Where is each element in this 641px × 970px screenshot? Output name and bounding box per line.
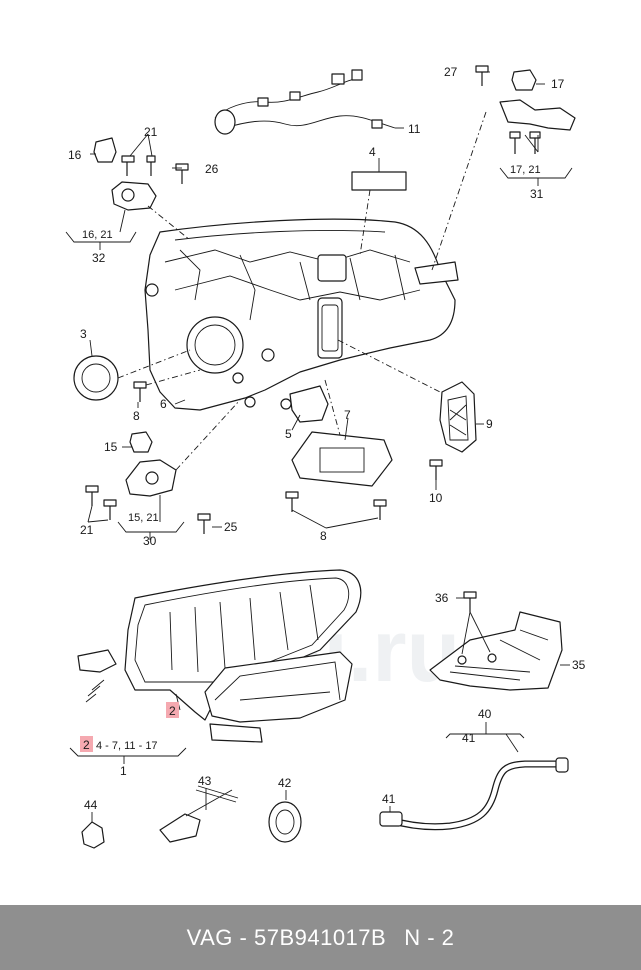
callout-8: 8 [133, 409, 140, 423]
callout-26: 26 [205, 162, 219, 176]
nut-15 [129, 431, 153, 453]
screw-26 [175, 163, 189, 184]
callout-9: 9 [486, 417, 493, 431]
callout-range-4-17: 4 - 7, 11 - 17 [96, 740, 158, 752]
highlight-2-lower [80, 736, 93, 752]
callout-6: 6 [160, 397, 167, 411]
callout-17: 17 [551, 77, 565, 91]
callout-30: 30 [143, 534, 157, 548]
callout-2-upper: 2 [169, 704, 176, 718]
callout-group-15-21: 15, 21 [128, 512, 159, 524]
headlamp-assembly-1 [77, 569, 362, 743]
callout-35: 35 [572, 658, 586, 672]
bracket-30 [125, 459, 177, 497]
cable-tie-43 [159, 785, 239, 843]
highlight-2-upper [166, 702, 179, 718]
callout-44: 44 [84, 798, 98, 812]
label-4-box [351, 171, 407, 191]
leader-lines [65, 71, 573, 822]
assembly-lines [117, 111, 487, 471]
hose-40 [379, 757, 569, 831]
callout-7: 7 [344, 408, 351, 422]
callout-21: 21 [144, 125, 158, 139]
control-unit-7 [291, 431, 393, 487]
callout-41-lower: 41 [382, 792, 396, 806]
callout-36: 36 [435, 591, 449, 605]
callout-42: 42 [278, 776, 292, 790]
callout-40: 40 [478, 707, 492, 721]
callout-2-lower: 2 [83, 738, 90, 752]
screw-8 [133, 381, 147, 402]
callout-5: 5 [285, 427, 292, 441]
screws-21-lower [85, 485, 117, 520]
callout-32: 32 [92, 251, 106, 265]
bracket-32 [111, 181, 157, 211]
cover-9 [439, 381, 477, 453]
parts-diagram: 16 21 26 16, 21 32 11 4 27 17 17, 21 31 … [65, 65, 586, 849]
callout-43: 43 [198, 774, 212, 788]
nut-16 [93, 137, 117, 163]
seal-3 [73, 355, 119, 401]
footer-page: N - 2 [404, 924, 455, 950]
callout-4: 4 [369, 145, 376, 159]
callout-31: 31 [530, 187, 544, 201]
footer-part-number: VAG - 57B941017B [186, 924, 387, 950]
bracket-35 [429, 611, 563, 691]
callout-10: 10 [429, 491, 443, 505]
callout-8-lower: 8 [320, 529, 327, 543]
screws-8-lower [285, 491, 387, 520]
screw-25 [197, 513, 211, 534]
callout-3: 3 [80, 327, 87, 341]
clip-44 [81, 821, 105, 849]
nut-17 [511, 69, 537, 91]
footer-bar: VAG - 57B941017B N - 2 [0, 905, 641, 970]
motor-5 [280, 385, 329, 423]
callout-41-upper: 41 [462, 731, 476, 745]
headlamp-housing [144, 218, 459, 411]
callout-group-16-21: 16, 21 [82, 229, 113, 241]
callout-21-lower: 21 [80, 523, 94, 537]
screw-36 [463, 591, 477, 612]
screw-27 [475, 65, 489, 86]
bracket-31 [499, 99, 576, 154]
callout-11: 11 [408, 122, 421, 136]
callout-1: 1 [120, 764, 127, 778]
callout-15: 15 [104, 440, 118, 454]
callout-labels: 16 21 26 16, 21 32 11 4 27 17 17, 21 31 … [68, 65, 586, 812]
screw-10 [429, 459, 443, 480]
wiring-harness [214, 69, 396, 135]
callout-16: 16 [68, 148, 82, 162]
screws-21 [121, 155, 156, 176]
callout-27: 27 [444, 65, 458, 79]
callout-group-17-21: 17, 21 [510, 164, 541, 176]
grommet-42 [268, 801, 302, 843]
callout-25: 25 [224, 520, 238, 534]
